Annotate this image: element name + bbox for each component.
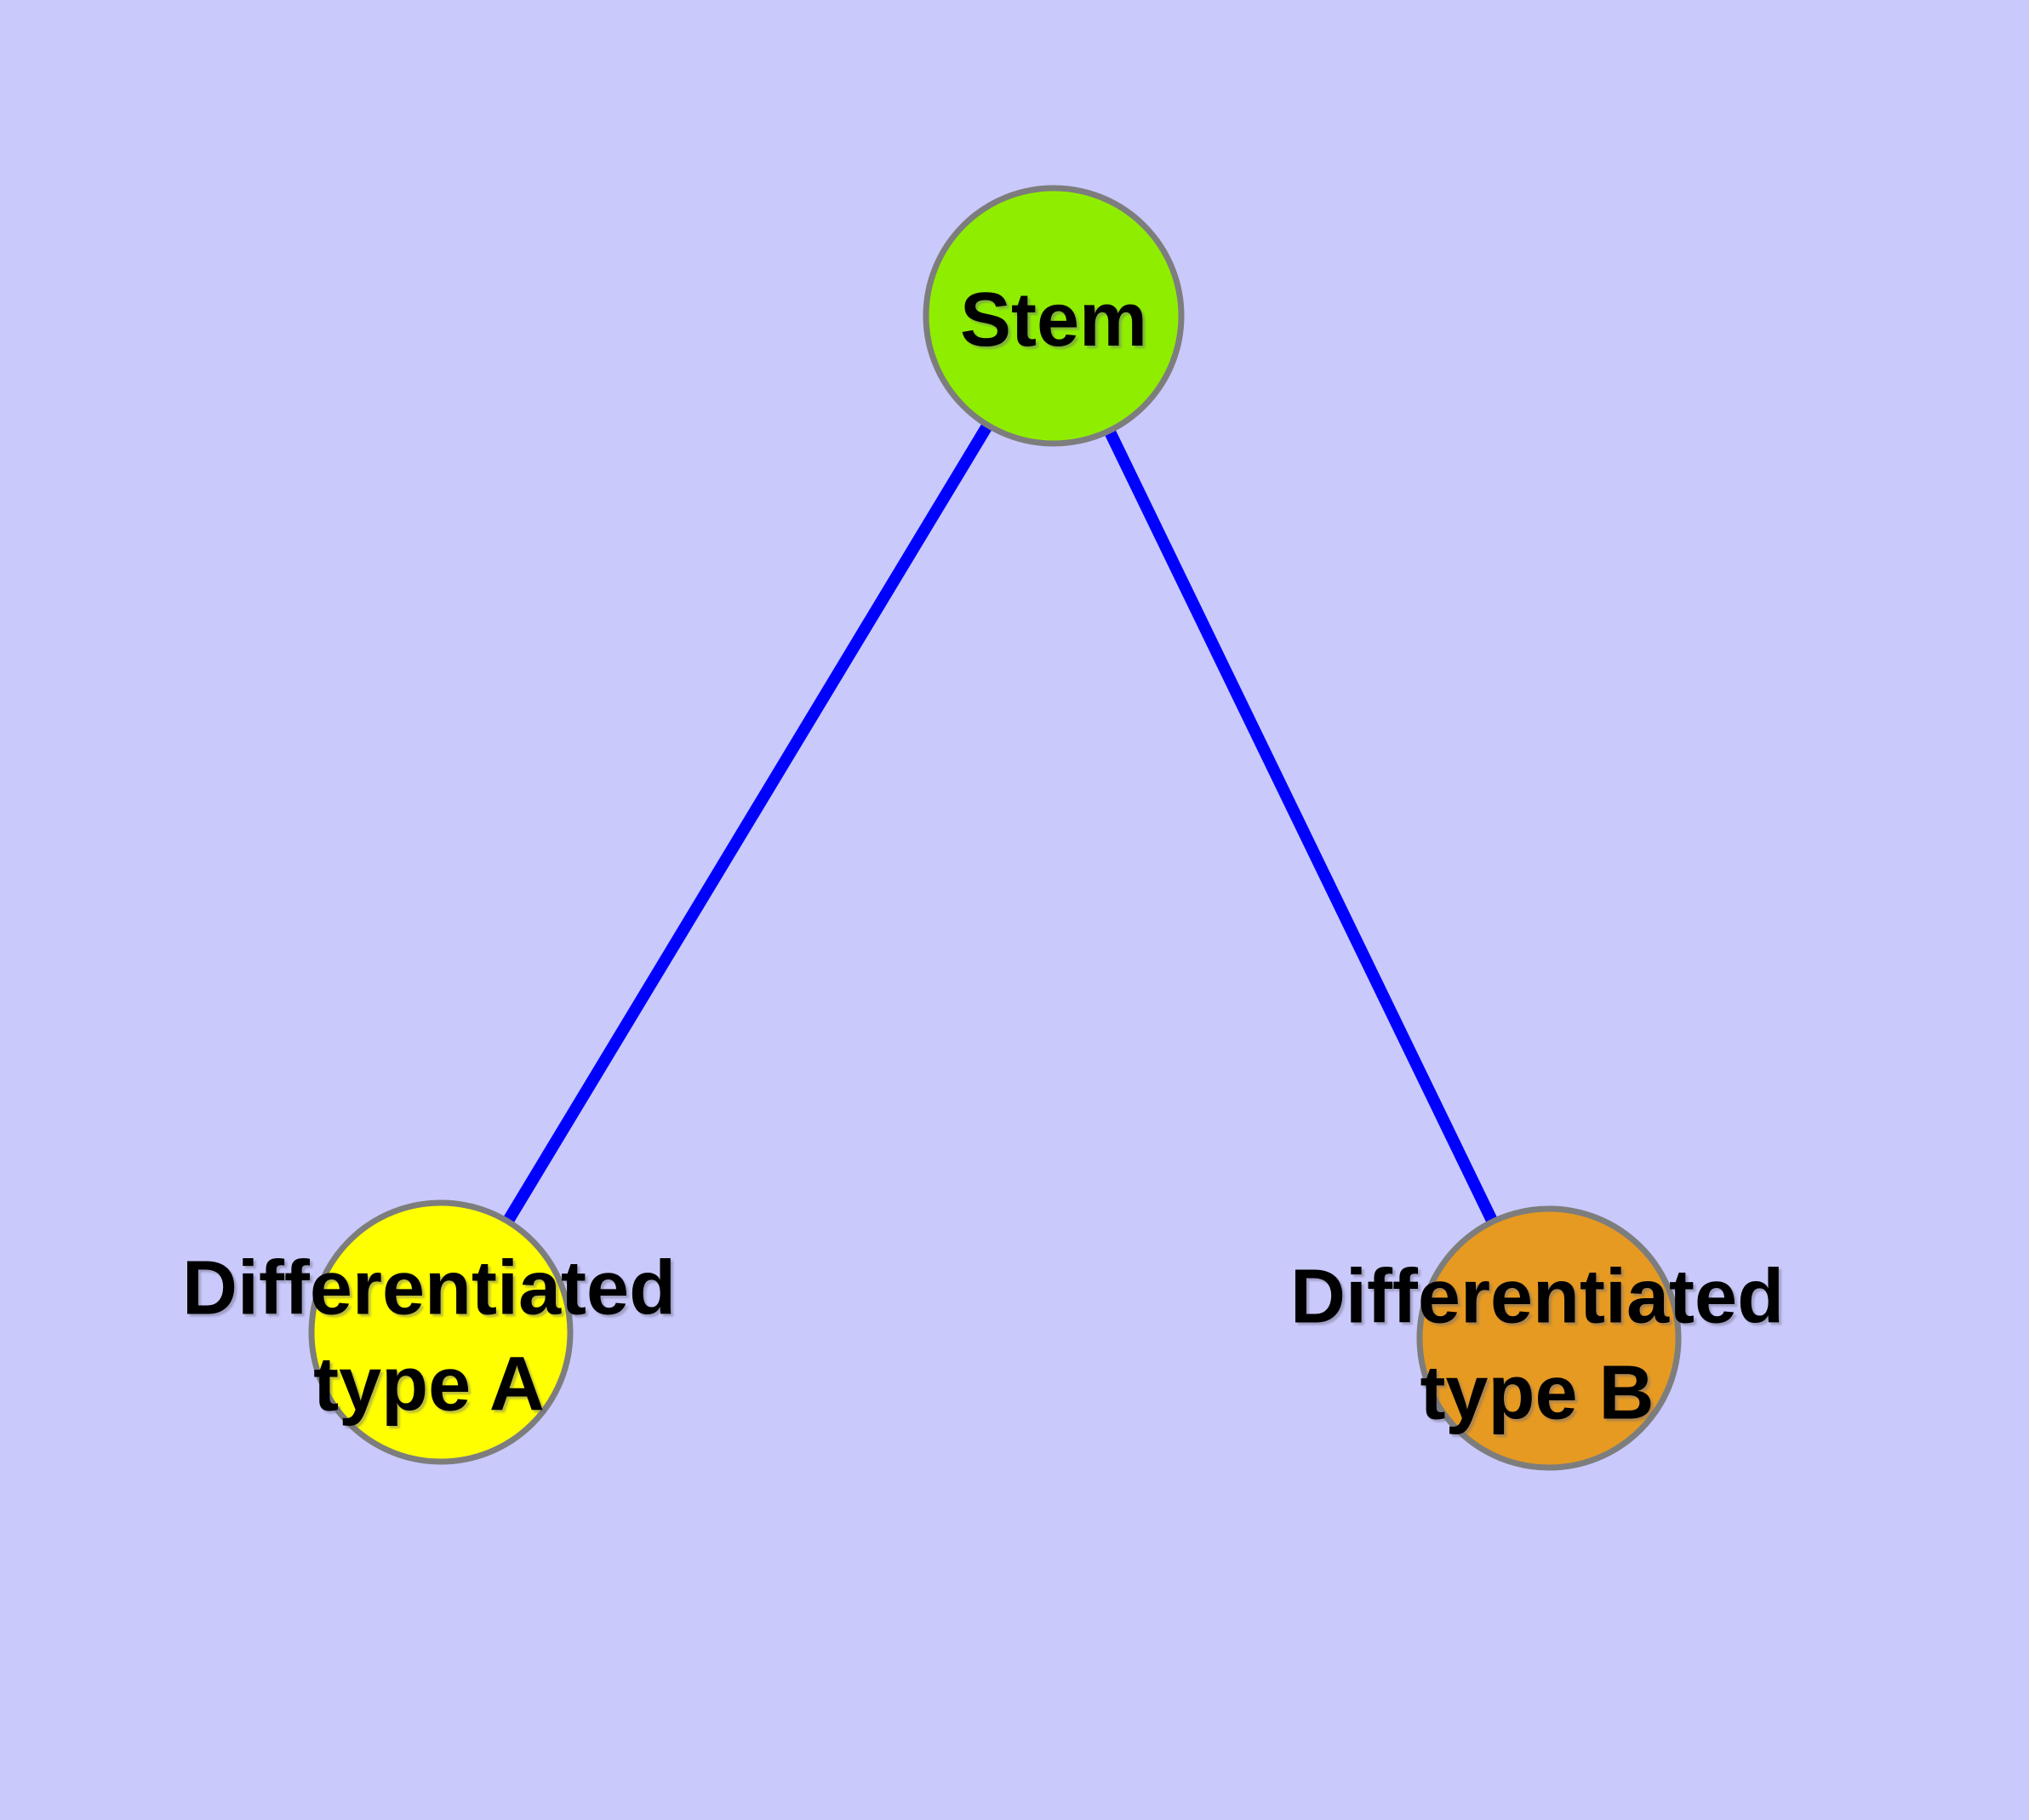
node-circle-differentiated-type-a [308,1199,574,1465]
edge-stem-to-differentiated-type-b [1048,312,1555,1342]
node-circle-differentiated-type-b [1416,1205,1682,1471]
node-circle-stem [923,185,1185,447]
edge-stem-to-differentiated-type-a [436,312,1059,1336]
